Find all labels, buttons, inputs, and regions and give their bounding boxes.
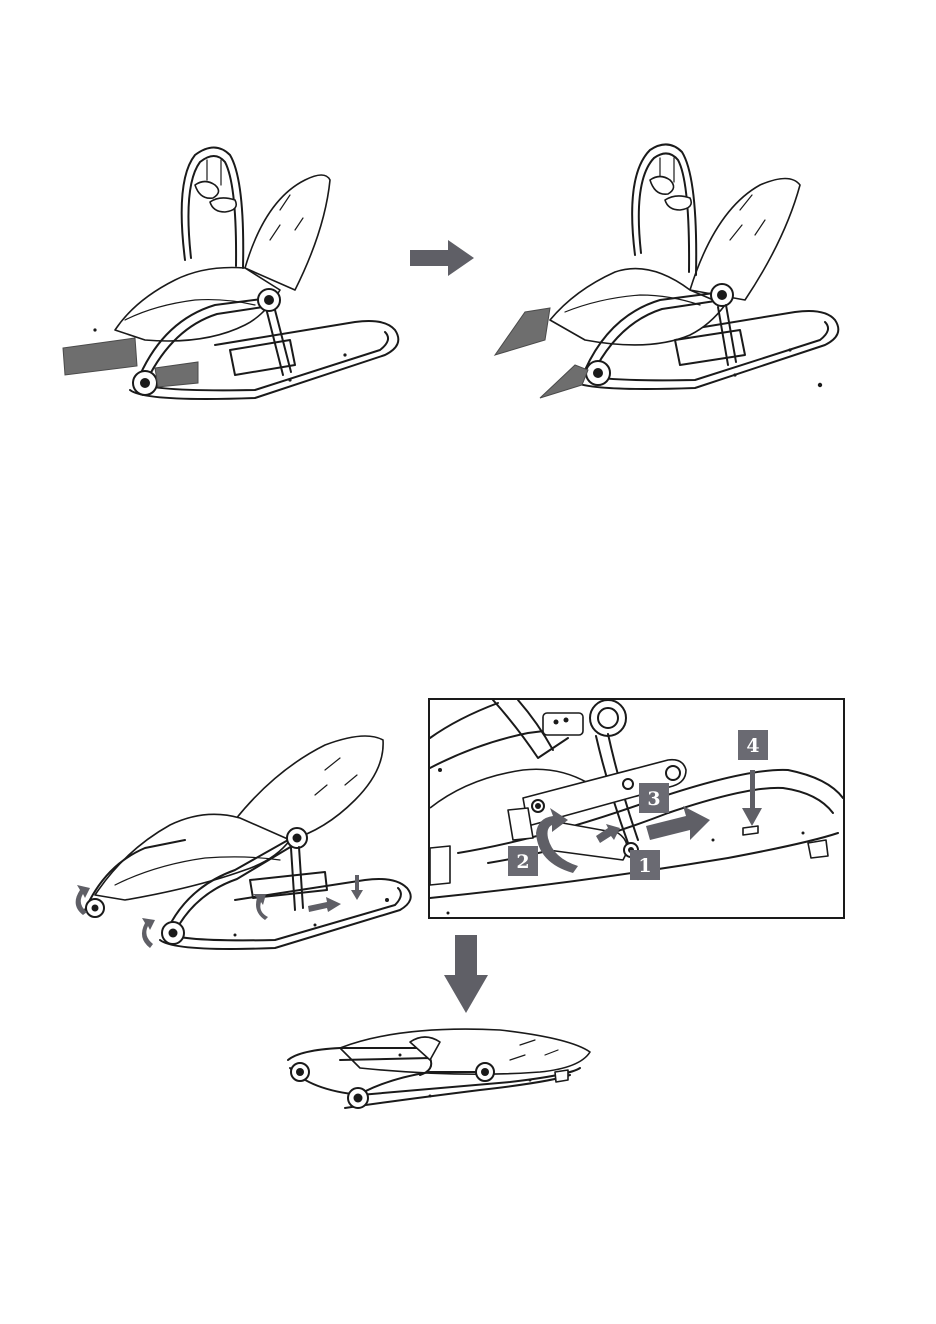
step-label-1: 1 — [638, 855, 651, 877]
step-label-3: 3 — [647, 788, 660, 810]
figure-detail-fold-steps: 4 3 2 1 — [428, 698, 846, 920]
down-arrow-icon — [444, 935, 488, 1015]
rotate-arrow-icon — [142, 918, 155, 948]
figure-bouncer-folded — [280, 1020, 595, 1120]
right-arrow-icon — [410, 240, 476, 276]
step-label-4: 4 — [746, 735, 759, 757]
figure-fold-overview — [65, 730, 420, 955]
figure-bouncer-after — [490, 140, 860, 410]
figure-bouncer-before — [55, 140, 415, 410]
step-badge-1: 1 — [630, 850, 660, 880]
stability-pad-front — [155, 362, 198, 387]
step-badge-4: 4 — [738, 730, 768, 760]
step-badge-3: 3 — [639, 783, 669, 813]
down-arrow-icon — [351, 875, 363, 900]
stability-pad-rear-raised — [495, 308, 550, 355]
step-badge-2: 2 — [508, 846, 538, 876]
stability-pad-rear — [63, 338, 137, 375]
right-arrow-icon — [308, 897, 341, 912]
stability-pad-front-raised — [540, 365, 588, 398]
step-label-2: 2 — [516, 851, 529, 873]
